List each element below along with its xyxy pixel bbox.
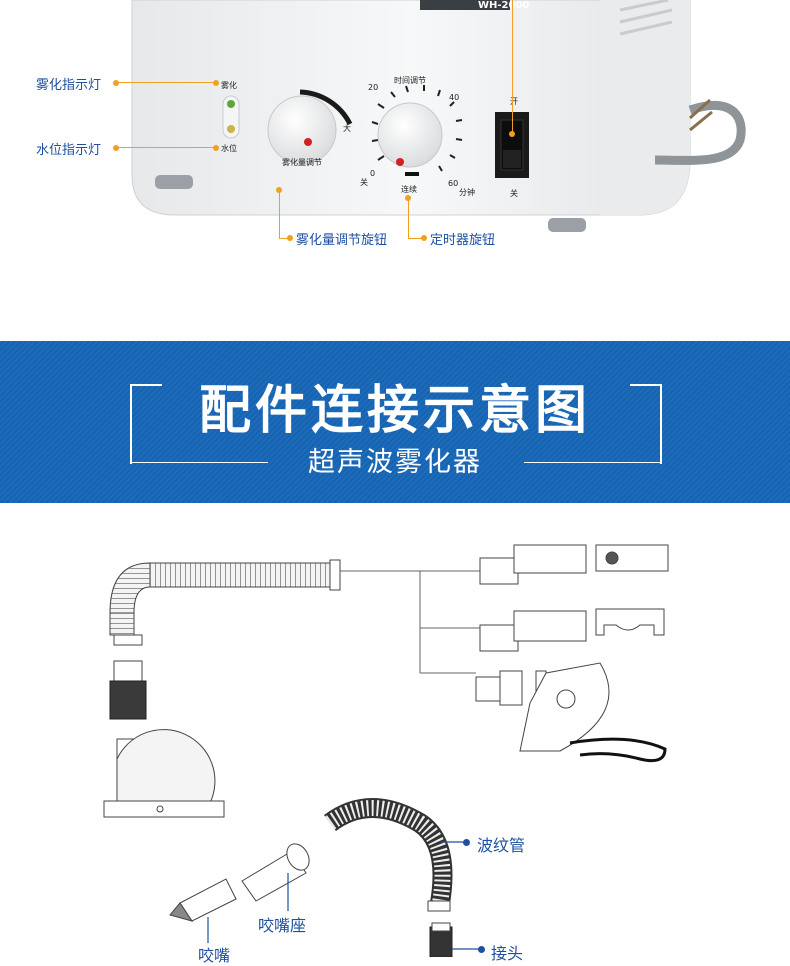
nebulizer-cup xyxy=(103,729,225,818)
label-dot xyxy=(478,946,485,953)
timer-unit: 分钟 xyxy=(459,188,475,197)
bracket-left xyxy=(130,384,162,464)
callout-dot xyxy=(276,187,282,193)
callout-dot xyxy=(213,145,219,151)
lower-hose xyxy=(324,798,453,912)
label-dot xyxy=(463,839,470,846)
callout-line xyxy=(408,238,422,239)
callout-volume-knob: 雾化量调节旋钮 xyxy=(296,233,388,248)
callout-water-light: 水位指示灯 xyxy=(36,143,102,158)
label-mouthpiece: 咬嘴 xyxy=(198,946,231,965)
callout-dot xyxy=(509,131,515,137)
model-label: WH-2000 xyxy=(478,0,530,11)
mist-indicator-text: 雾化 xyxy=(221,81,237,90)
subtitle-rule-left xyxy=(130,462,268,463)
callout-dot xyxy=(213,80,219,86)
accessory-diagram xyxy=(103,544,669,957)
callout-line xyxy=(118,147,216,148)
callout-timer-knob: 定时器旋钮 xyxy=(430,233,496,248)
timer-continuous: 连续 xyxy=(401,185,417,194)
switch-on-text: 开 xyxy=(510,97,518,106)
upper-hose xyxy=(109,559,341,646)
water-indicator-text: 水位 xyxy=(221,144,237,153)
bracket-right xyxy=(630,384,662,464)
callout-line xyxy=(408,198,409,238)
banner-subtitle: 超声波雾化器 xyxy=(308,447,482,478)
device-body-graphic xyxy=(131,0,746,232)
timer-tick-20: 20 xyxy=(368,83,379,92)
callout-dot xyxy=(113,145,119,151)
timer-tick-0: 0 xyxy=(370,169,376,178)
callout-line-switch xyxy=(512,0,513,134)
connector-top-part xyxy=(113,660,143,682)
volume-knob-text: 雾化量调节 xyxy=(282,158,322,167)
mask-assembly xyxy=(475,662,667,763)
callout-line xyxy=(279,238,289,239)
timer-off: 关 xyxy=(360,178,368,187)
mouthpiece xyxy=(169,878,237,922)
label-mouthpiece-seat: 咬嘴座 xyxy=(258,916,307,935)
switch-off-text: 关 xyxy=(510,189,518,198)
volume-max-text: 大 xyxy=(343,124,351,133)
timer-tick-40: 40 xyxy=(449,93,460,102)
timer-title: 时间调节 xyxy=(394,76,426,85)
callout-dot xyxy=(287,235,293,241)
label-corrugated-tube: 波纹管 xyxy=(477,836,526,855)
connector-bottom-part xyxy=(109,680,147,720)
timer-tick-60: 60 xyxy=(448,179,459,188)
callout-mist-light: 雾化指示灯 xyxy=(36,78,102,93)
callout-dot xyxy=(113,80,119,86)
callout-dot xyxy=(421,235,427,241)
callout-line xyxy=(118,82,216,83)
subtitle-rule-right xyxy=(524,462,662,463)
mouthpiece-seat xyxy=(241,843,310,902)
banner-title: 配件连接示意图 xyxy=(198,381,591,441)
callout-dot xyxy=(405,195,411,201)
label-connector: 接头 xyxy=(491,944,524,963)
lower-connector-rim xyxy=(431,922,451,932)
callout-line xyxy=(279,190,280,238)
